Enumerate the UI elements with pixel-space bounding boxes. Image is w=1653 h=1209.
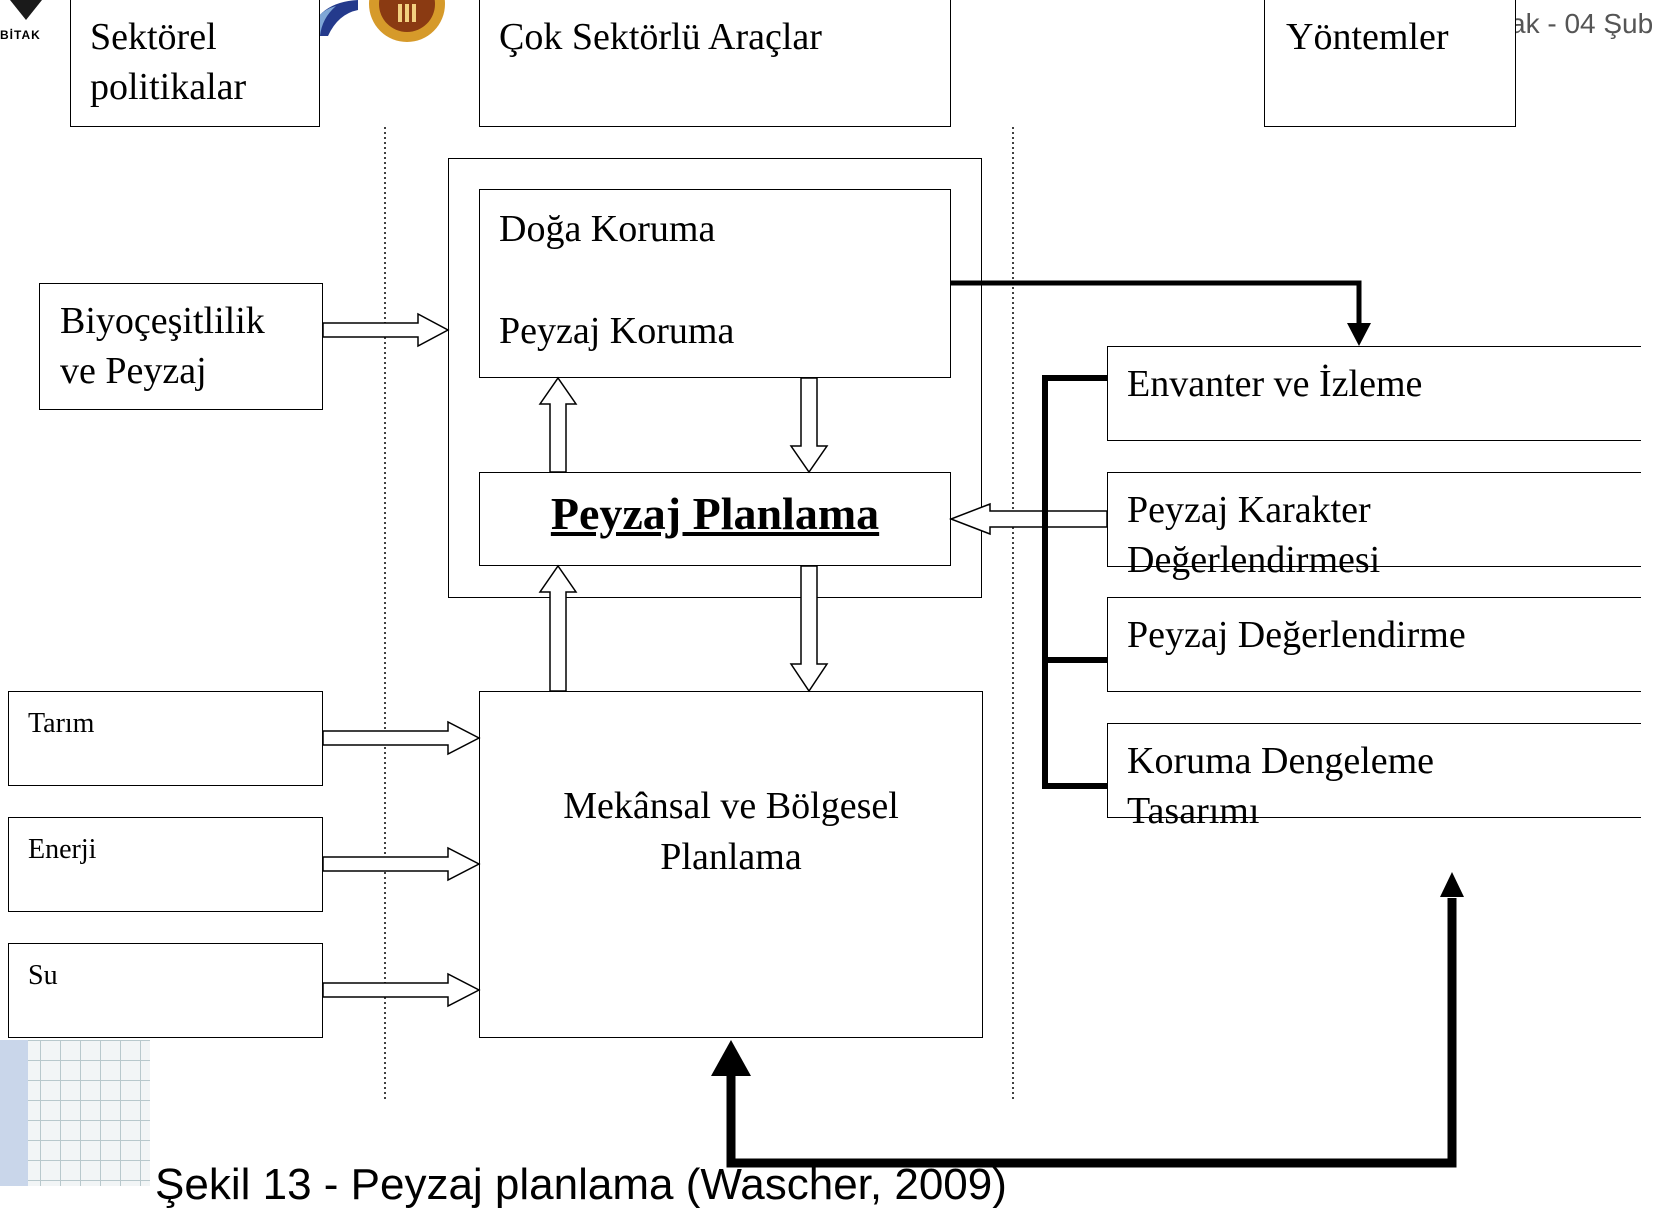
box-landscape-assessment: Peyzaj Değerlendirme	[1107, 597, 1641, 692]
header-sectoral-policies: Sektörel politikalar	[70, 0, 320, 127]
multi-sector-label: Çok Sektörlü Araçlar	[499, 16, 822, 58]
arrowhead-methods	[1440, 872, 1464, 897]
biodiversity-line2: ve Peyzaj	[60, 350, 207, 392]
nature-protection-label: Doğa Koruma	[499, 208, 716, 250]
arrow-agriculture-to-spatial	[322, 720, 481, 756]
box-nature-landscape-protection: Doğa Koruma Peyzaj Koruma	[479, 189, 951, 378]
energy-label: Enerji	[28, 834, 97, 865]
arrow-planning-up-to-protection	[538, 376, 578, 473]
landscape-protection-label: Peyzaj Koruma	[499, 310, 735, 352]
arrowhead-inventory	[1347, 323, 1371, 346]
arrow-energy-to-spatial	[322, 846, 481, 882]
methods-bracket	[1042, 375, 1107, 789]
line-protection-to-inventory	[951, 280, 1362, 325]
box-agriculture: Tarım	[8, 691, 323, 786]
arrow-spatial-up-to-planning	[538, 564, 578, 692]
box-water: Su	[8, 943, 323, 1038]
assessment-label: Peyzaj Değerlendirme	[1127, 614, 1466, 656]
character-line1: Peyzaj Karakter	[1127, 489, 1371, 531]
box-spatial-regional-planning: Mekânsal ve Bölgesel Planlama	[479, 691, 983, 1038]
connectors-layer	[322, 127, 1464, 1168]
figure-caption: Şekil 13 - Peyzaj planlama (Wascher, 200…	[155, 1160, 1007, 1209]
box-inventory-monitoring: Envanter ve İzleme	[1107, 346, 1641, 441]
arrow-methods-to-planning	[948, 502, 1108, 536]
box-landscape-planning: Peyzaj Planlama	[479, 472, 951, 566]
logo-university-seal	[365, 0, 450, 45]
compensation-line1: Koruma Dengeleme	[1127, 740, 1435, 782]
arrowhead-spatial-planning	[711, 1040, 751, 1076]
box-energy: Enerji	[8, 817, 323, 912]
sectoral-label-line2: politikalar	[90, 66, 247, 108]
box-biodiversity-landscape: Biyoçeşitlilik ve Peyzaj	[39, 283, 323, 410]
header-methods: Yöntemler	[1264, 0, 1516, 127]
character-line2: Değerlendirmesi	[1127, 539, 1381, 581]
methods-label: Yöntemler	[1286, 16, 1449, 58]
seal-logo-icon	[369, 0, 445, 42]
water-label: Su	[28, 960, 58, 991]
agriculture-label: Tarım	[28, 708, 95, 739]
sectoral-label-line1: Sektörel	[90, 16, 217, 58]
spatial-planning-line2: Planlama	[660, 836, 802, 878]
landscape-planning-label: Peyzaj Planlama	[550, 488, 880, 539]
inventory-label: Envanter ve İzleme	[1127, 363, 1423, 405]
compensation-line2: Tasarımı	[1127, 790, 1260, 832]
spatial-planning-line1: Mekânsal ve Bölgesel	[563, 785, 899, 827]
logo-text: BİTAK	[0, 28, 41, 42]
landscape-group-container	[448, 158, 982, 598]
arrow-biodiversity-to-protection	[322, 312, 450, 348]
logo-tubitak: BİTAK	[0, 0, 60, 45]
biodiversity-line1: Biyoçeşitlilik	[60, 300, 265, 342]
feedback-loop-line	[726, 898, 1457, 1168]
logo-triangle-icon	[10, 0, 42, 20]
box-compensation-design: Koruma Dengeleme Tasarımı	[1107, 723, 1641, 830]
box-landscape-character: Peyzaj Karakter Değerlendirmesi	[1107, 472, 1641, 579]
arrow-protection-down-to-planning	[789, 377, 829, 474]
footer-strip-decoration	[0, 1040, 28, 1186]
header-multi-sector-tools: Çok Sektörlü Araçlar	[479, 0, 951, 127]
arrow-planning-down-to-spatial	[789, 565, 829, 693]
header-right-text: ak - 04 Şub	[1510, 8, 1653, 39]
arrow-water-to-spatial	[322, 972, 481, 1008]
